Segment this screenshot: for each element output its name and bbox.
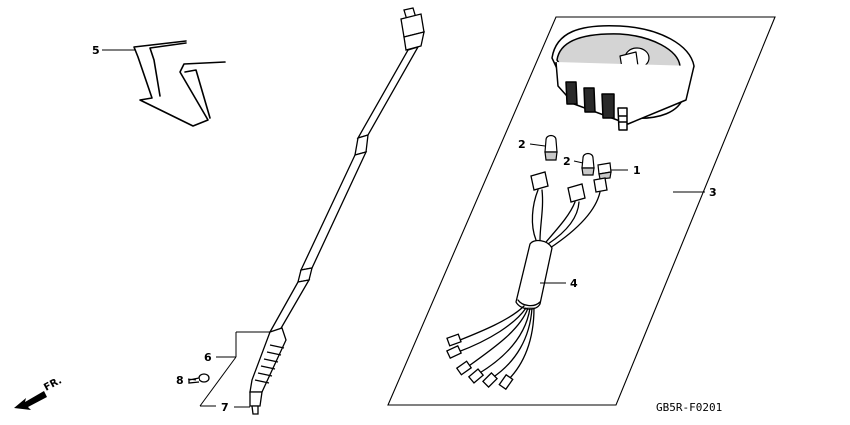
speedometer-cable-part [249,7,425,415]
front-direction-label: FR. [42,375,64,393]
diagram-code: GB5R-F0201 [656,401,722,414]
front-direction-arrow-icon [14,391,47,410]
leader-lines [102,49,705,408]
callout-6: 6 [204,351,212,364]
callout-2-upper: 2 [518,138,526,151]
callout-5: 5 [92,44,100,57]
speedometer-assembly-outline [387,16,776,406]
screw-part [188,373,210,384]
wire-clip-part [133,40,226,127]
speedometer-meter-part [551,24,695,131]
callout-1: 1 [633,164,641,177]
callout-2-lower: 2 [563,155,571,168]
callout-8: 8 [176,374,184,387]
callout-3: 3 [709,186,717,199]
callout-4: 4 [570,277,578,290]
bulb-part-lower [581,152,595,176]
bulb-part-upper [544,134,558,161]
wire-harness-part [446,171,608,391]
callout-7: 7 [221,401,229,414]
small-bulb-part [597,162,612,180]
